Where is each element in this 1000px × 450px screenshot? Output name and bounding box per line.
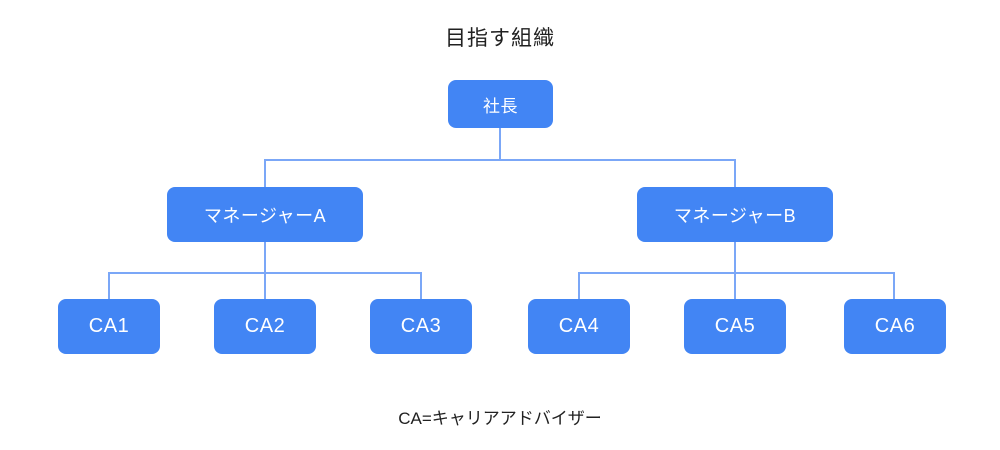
connector-manager-b-drop xyxy=(734,242,736,300)
connector-to-manager-b xyxy=(734,159,736,188)
node-ca5-label: CA5 xyxy=(714,315,756,337)
connector-level1-bus xyxy=(264,159,736,161)
connector-manager-a-drop xyxy=(264,242,266,300)
node-ca3: CA3 xyxy=(370,299,472,354)
connector-group-b-bus xyxy=(578,272,895,274)
node-manager-a: マネージャーA xyxy=(167,187,363,242)
node-manager-a-label: マネージャーA xyxy=(203,205,327,226)
node-ca5: CA5 xyxy=(684,299,786,354)
node-president-label: 社長 xyxy=(483,96,518,116)
connector-president-drop xyxy=(499,128,501,161)
node-manager-b: マネージャーB xyxy=(637,187,833,242)
node-ca6-label: CA6 xyxy=(874,315,916,337)
connector-to-ca3 xyxy=(420,272,422,299)
node-ca4-label: CA4 xyxy=(558,315,600,337)
node-ca6: CA6 xyxy=(844,299,946,354)
connector-to-ca6 xyxy=(893,272,895,299)
node-ca3-label: CA3 xyxy=(400,315,442,337)
node-ca1-label: CA1 xyxy=(88,315,130,337)
node-president: 社長 xyxy=(448,80,553,128)
connector-group-a-bus xyxy=(108,272,422,274)
chart-title: 目指す組織 xyxy=(445,27,555,50)
connector-to-manager-a xyxy=(264,159,266,188)
node-ca2: CA2 xyxy=(214,299,316,354)
node-ca1: CA1 xyxy=(58,299,160,354)
node-ca2-label: CA2 xyxy=(244,315,286,337)
legend-caption: CA=キャリアアドバイザー xyxy=(398,409,602,428)
connector-to-ca1 xyxy=(108,272,110,299)
connector-to-ca4 xyxy=(578,272,580,299)
node-ca4: CA4 xyxy=(528,299,630,354)
node-manager-b-label: マネージャーB xyxy=(673,205,797,226)
